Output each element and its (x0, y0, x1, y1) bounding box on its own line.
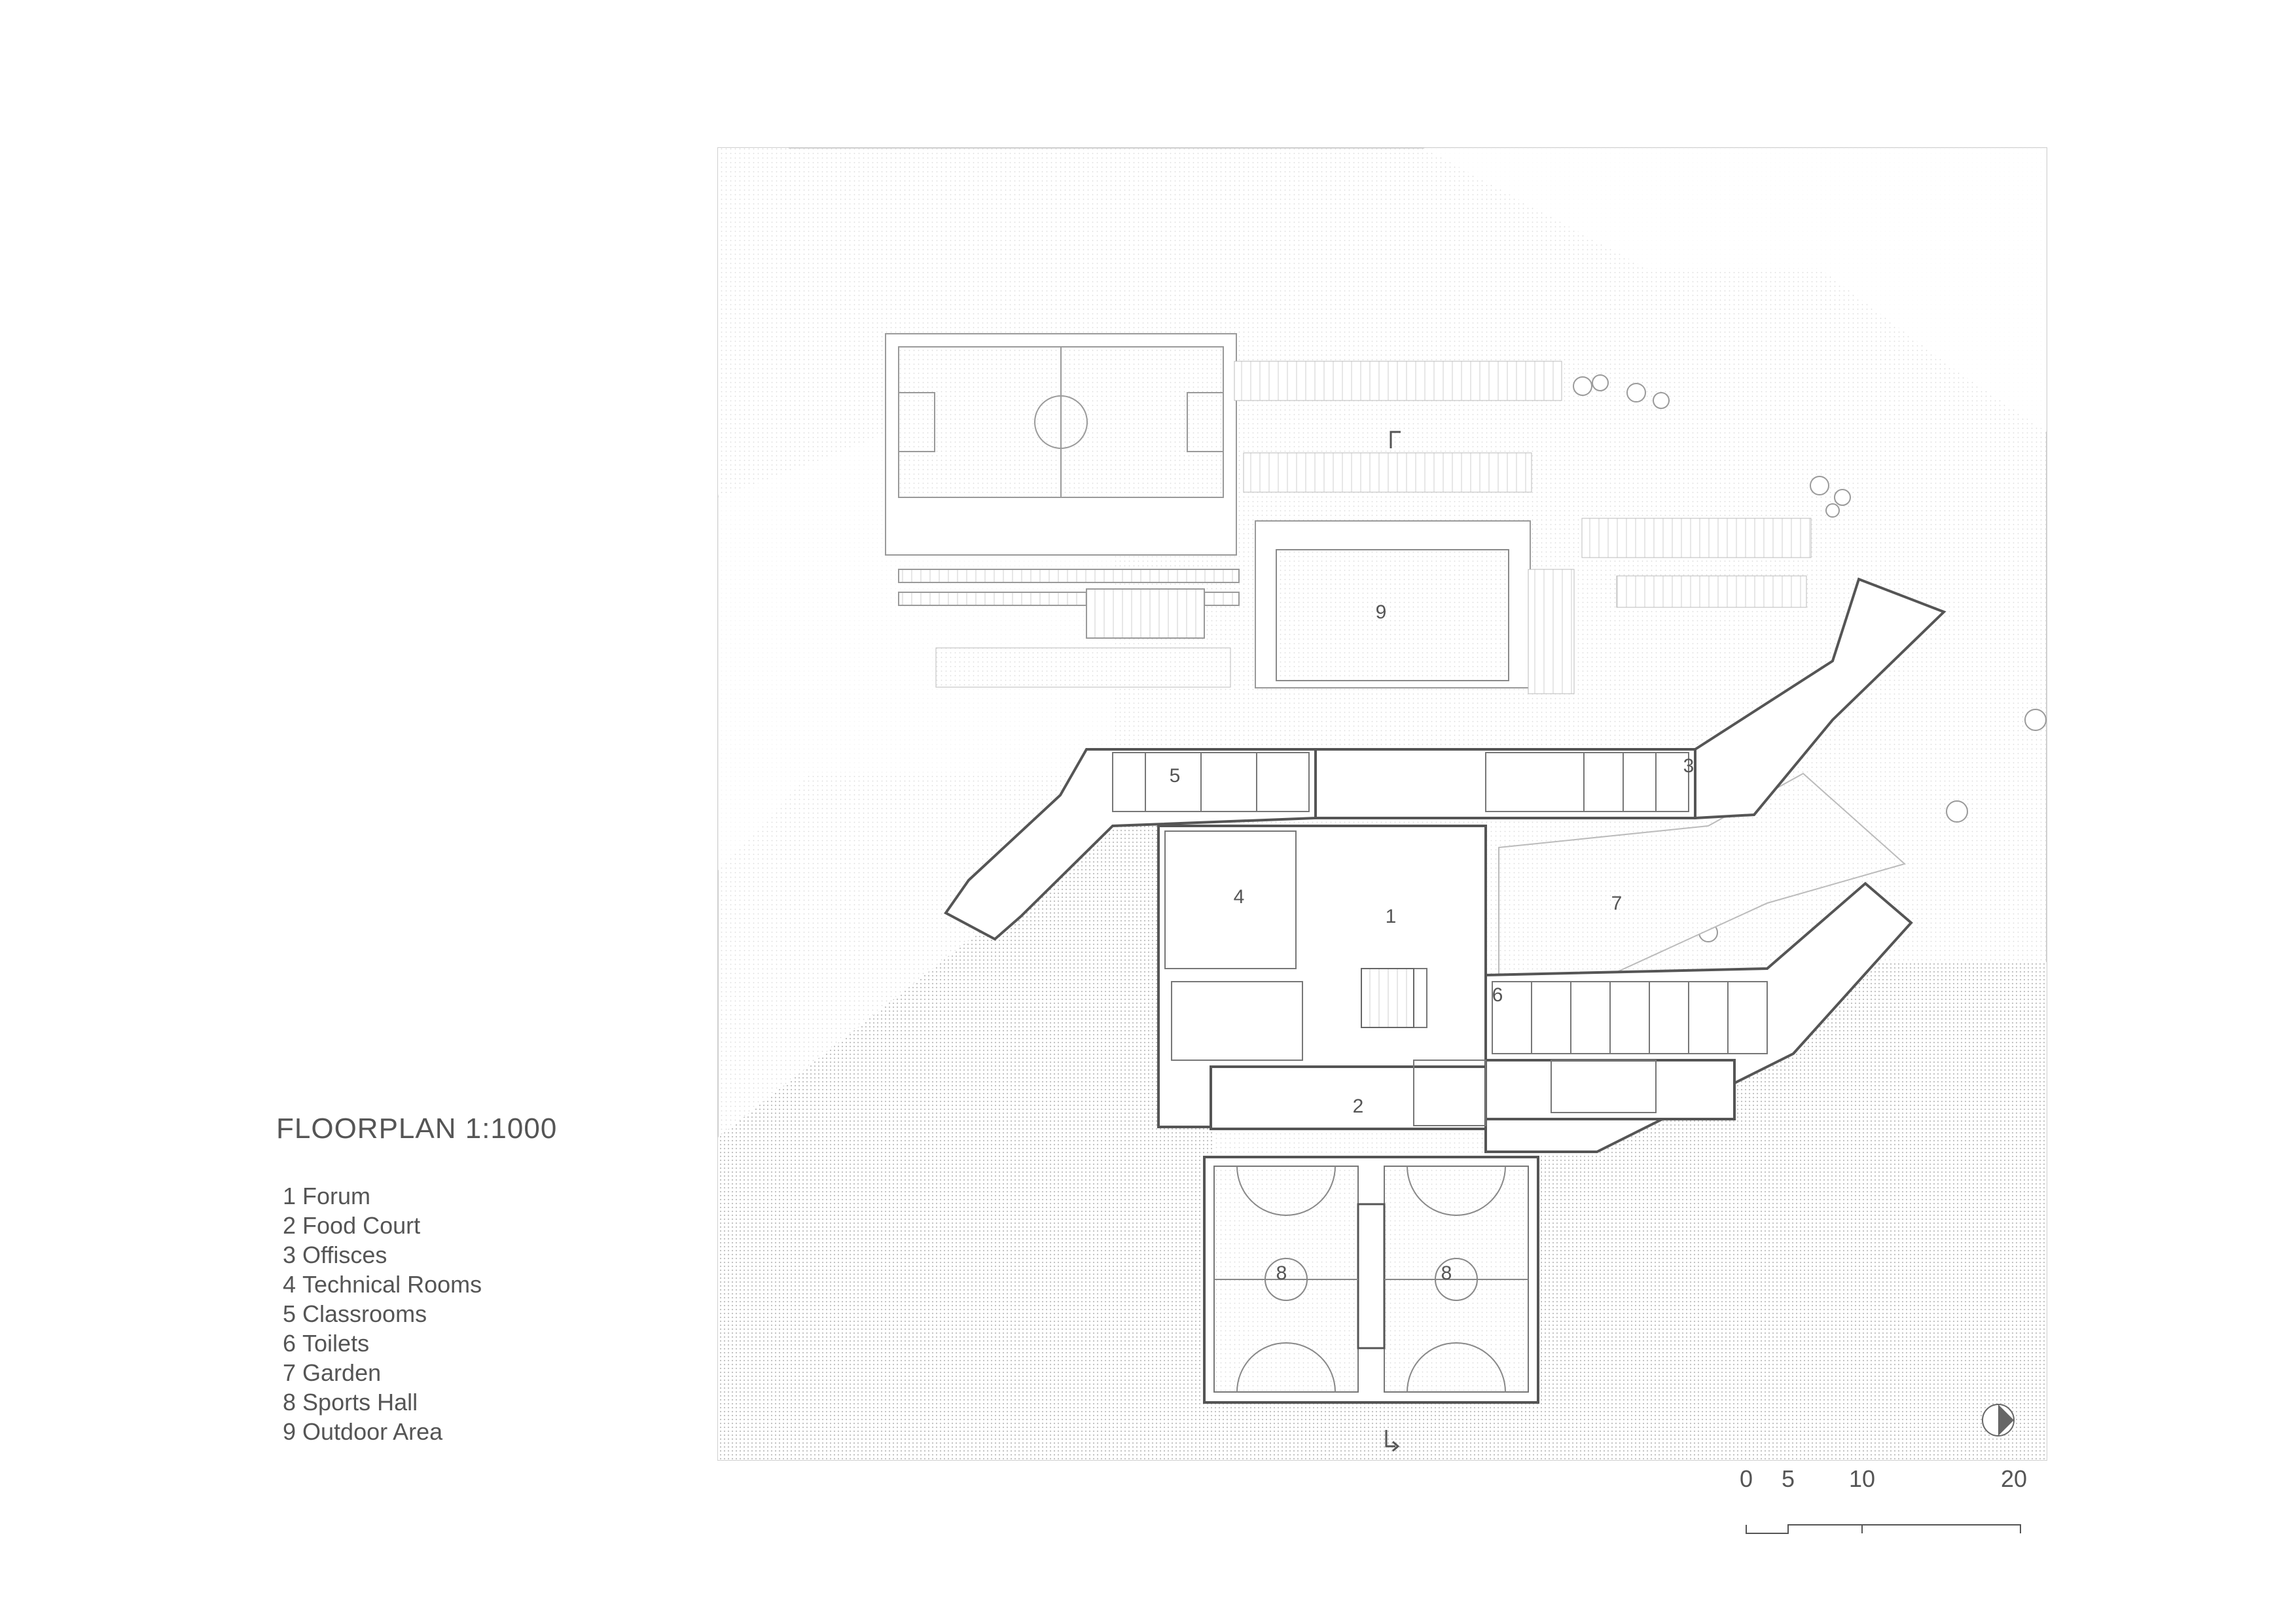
sports-hall (1203, 1156, 1539, 1404)
label-technical-rooms: 4 (1234, 886, 1245, 908)
label-food-court: 2 (1353, 1096, 1364, 1117)
scale-tick: 10 (1849, 1465, 1875, 1492)
label-sports-hall-right: 8 (1441, 1262, 1452, 1284)
label-classrooms: 5 (1170, 765, 1181, 787)
label-toilets: 6 (1492, 984, 1503, 1006)
north-arrow-icon (1982, 1404, 2015, 1436)
label-garden: 7 (1611, 893, 1623, 914)
scale-tick: 5 (1782, 1465, 1795, 1492)
label-outdoor-area: 9 (1376, 601, 1387, 623)
outdoor-area (935, 520, 1575, 694)
label-offices: 3 (1683, 755, 1695, 777)
scale-tick: 20 (2001, 1465, 2027, 1492)
football-pitch (885, 333, 1240, 639)
rooms (1112, 752, 1768, 1126)
stair (1361, 968, 1414, 1028)
scale-bar: 0 5 10 20 (1740, 1465, 2027, 1534)
scale-tick: 0 (1740, 1465, 1753, 1492)
room-labels: 1 2 3 4 5 6 7 8 8 9 (1170, 601, 1695, 1284)
label-forum: 1 (1386, 906, 1397, 927)
building (944, 577, 1946, 1153)
entrance-icon (1385, 431, 1401, 1452)
label-sports-hall-left: 8 (1276, 1262, 1287, 1284)
page-title: FLOORPLAN 1:1000 (276, 1113, 558, 1145)
parking-area (1234, 361, 1812, 608)
